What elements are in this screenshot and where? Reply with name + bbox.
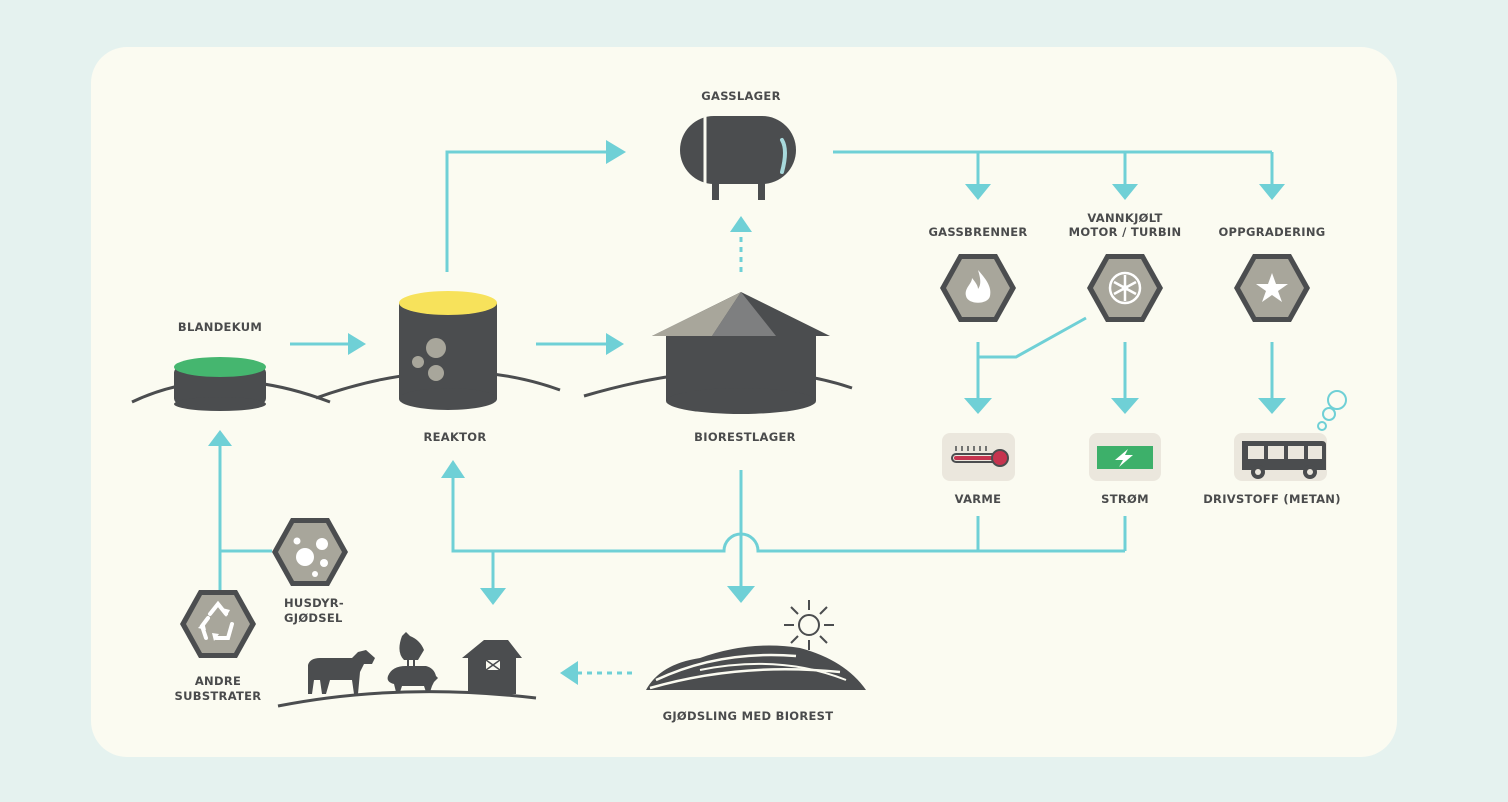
- blandekum-label: BLANDEKUM: [178, 320, 262, 334]
- flow-lines: [208, 140, 1286, 685]
- bus-icon: [1234, 390, 1347, 481]
- cow-icon: [308, 650, 375, 694]
- varme-label: VARME: [955, 492, 1002, 506]
- oppgradering-label: OPPGRADERING: [1218, 225, 1325, 239]
- gasslager-label: GASSLAGER: [701, 89, 780, 103]
- husdyr-label-2: GJØDSEL: [284, 611, 343, 625]
- barn-icon: [462, 640, 522, 694]
- mixing-tank-icon: [174, 357, 266, 411]
- vannkjolt-label-2: MOTOR / TURBIN: [1069, 225, 1182, 239]
- biorestlager: BIORESTLAGER: [583, 292, 853, 444]
- farm-icon: [277, 632, 537, 708]
- digestate-storage-icon: [652, 292, 830, 414]
- pig-icon: [387, 666, 438, 692]
- vannkjolt-motor: VANNKJØLT MOTOR / TURBIN: [1069, 211, 1182, 322]
- husdyrgjodsel: HUSDYR- GJØDSEL: [272, 518, 348, 625]
- drivstoff: DRIVSTOFF (METAN): [1203, 390, 1347, 506]
- fan-icon: [1087, 254, 1163, 322]
- oppgradering: OPPGRADERING: [1218, 225, 1325, 322]
- varme: VARME: [942, 433, 1015, 506]
- chicken-icon: [399, 632, 424, 666]
- vannkjolt-label-1: VANNKJØLT: [1087, 211, 1162, 225]
- andre-label-2: SUBSTRATER: [175, 689, 262, 703]
- manure-icon: [272, 518, 348, 586]
- strom-label: STRØM: [1101, 492, 1149, 506]
- star-icon: [1234, 254, 1310, 322]
- drivstoff-label: DRIVSTOFF (METAN): [1203, 492, 1341, 506]
- gassbrenner-label: GASSBRENNER: [928, 225, 1027, 239]
- gassbrenner: GASSBRENNER: [928, 225, 1027, 322]
- strom: STRØM: [1089, 433, 1161, 506]
- gasslager: GASSLAGER: [680, 89, 796, 200]
- husdyr-label-1: HUSDYR-: [284, 596, 344, 610]
- thermometer-icon: [942, 433, 1015, 481]
- reaktor-label: REAKTOR: [423, 430, 486, 444]
- sun-icon: [784, 600, 834, 650]
- gjodsling-label: GJØDSLING MED BIOREST: [663, 709, 834, 723]
- flame-icon: [940, 254, 1016, 322]
- lightning-icon: [1089, 433, 1161, 481]
- biorestlager-label: BIORESTLAGER: [694, 430, 796, 444]
- reaktor: REAKTOR: [315, 291, 561, 444]
- reactor-tank-icon: [399, 291, 497, 410]
- andre-label-1: ANDRE: [195, 674, 241, 688]
- gas-tank-icon: [680, 116, 796, 200]
- field-icon: [646, 645, 866, 690]
- blandekum: BLANDEKUM: [131, 320, 331, 411]
- andre-substrater: ANDRE SUBSTRATER: [175, 590, 262, 703]
- recycle-icon: [180, 590, 256, 658]
